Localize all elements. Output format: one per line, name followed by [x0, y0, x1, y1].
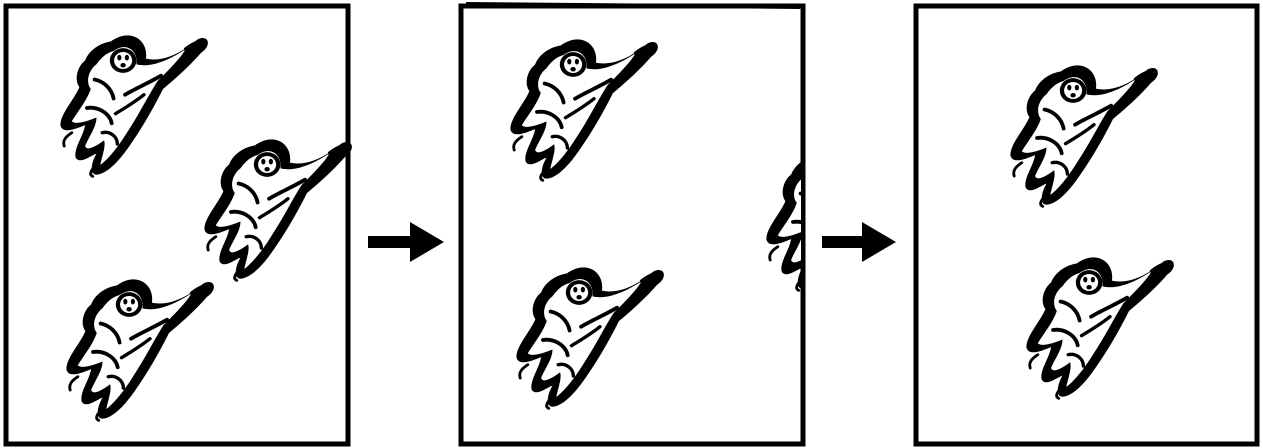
arrow-right-icon	[368, 222, 444, 262]
frame-2	[461, 4, 914, 444]
frame-1	[6, 6, 352, 444]
frame-3	[916, 6, 1257, 444]
arrow-right-icon	[822, 222, 896, 262]
